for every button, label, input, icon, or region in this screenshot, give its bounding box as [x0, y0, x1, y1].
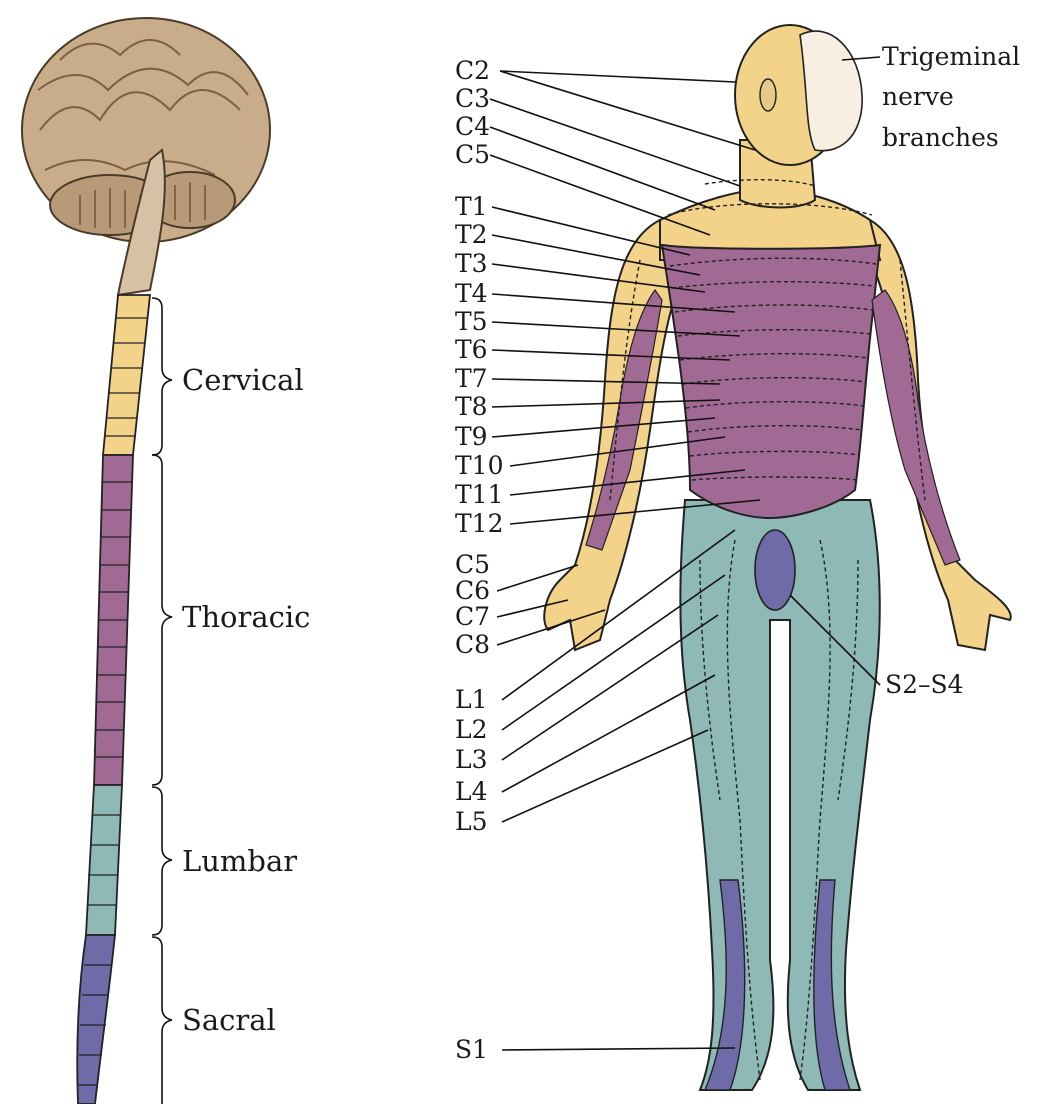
label-C5-arm: C5 [455, 550, 490, 579]
label-C3: C3 [455, 84, 490, 113]
label-T7: T7 [455, 364, 488, 393]
label-C2: C2 [455, 56, 490, 85]
label-L1: L1 [455, 685, 488, 714]
label-L5: L5 [455, 807, 488, 836]
label-C5: C5 [455, 140, 490, 169]
label-T9: T9 [455, 422, 488, 451]
trigeminal-line-2: nerve [882, 82, 954, 111]
trigeminal-line-3: branches [882, 123, 999, 152]
region-label-thoracic: Thoracic [182, 600, 310, 634]
label-T6: T6 [455, 335, 488, 364]
label-T2: T2 [455, 220, 488, 249]
region-label-cervical: Cervical [182, 363, 304, 397]
label-C7: C7 [455, 602, 490, 631]
body-icon [544, 25, 1011, 1090]
label-L4: L4 [455, 777, 488, 806]
label-T11: T11 [455, 480, 504, 509]
label-S2-S4: S2–S4 [885, 670, 964, 699]
label-C6: C6 [455, 576, 490, 605]
label-T1: T1 [455, 192, 488, 221]
label-T5: T5 [455, 307, 488, 336]
label-T8: T8 [455, 392, 488, 421]
label-C4: C4 [455, 112, 490, 141]
label-S1: S1 [455, 1035, 488, 1064]
label-L3: L3 [455, 745, 488, 774]
label-T12: T12 [455, 509, 504, 538]
label-T10: T10 [455, 451, 504, 480]
label-L2: L2 [455, 715, 488, 744]
region-label-sacral: Sacral [182, 1003, 276, 1037]
trigeminal-line-1: Trigeminal [882, 42, 1020, 71]
label-T4: T4 [455, 279, 488, 308]
label-T3: T3 [455, 249, 488, 278]
region-label-lumbar: Lumbar [182, 844, 297, 878]
spinal-cord-icon [77, 150, 165, 1104]
trigeminal-label: Trigeminal nerve branches [882, 42, 1020, 152]
region-brackets [152, 298, 172, 1104]
label-C8: C8 [455, 630, 490, 659]
